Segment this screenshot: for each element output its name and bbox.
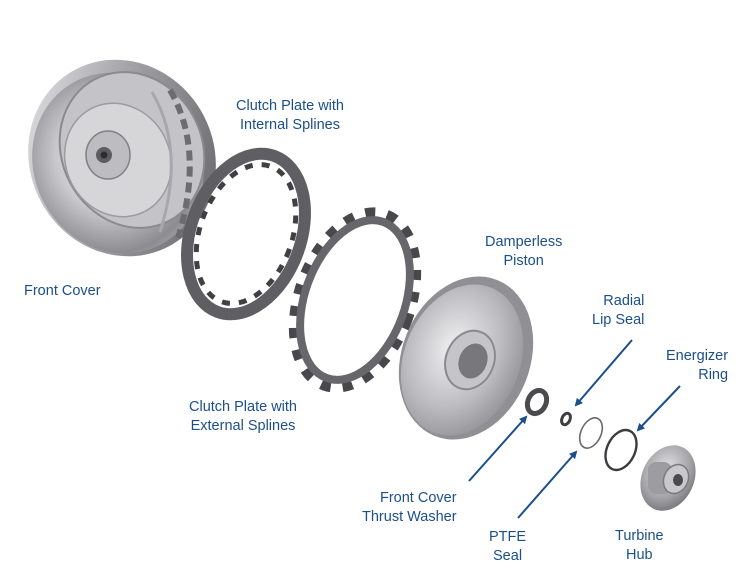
thrust-washer-arrow bbox=[468, 415, 528, 482]
label-turbine-hub: Turbine Hub bbox=[615, 528, 664, 563]
label-ptfe-seal: PTFE Seal bbox=[489, 529, 527, 564]
label-clutch-plate-external: Clutch Plate with External Splines bbox=[189, 399, 297, 434]
ptfe-seal-part bbox=[578, 417, 604, 449]
label-radial-lip-seal: Radial Lip Seal bbox=[592, 293, 645, 328]
radial-lip-seal-part bbox=[560, 411, 572, 427]
radial-lip-seal-arrow bbox=[574, 339, 633, 407]
label-thrust-washer: Front Cover Thrust Washer bbox=[362, 490, 457, 525]
energizer-ring-part bbox=[604, 428, 638, 472]
ptfe-seal-arrow bbox=[517, 450, 578, 519]
label-front-cover: Front Cover bbox=[24, 283, 101, 299]
energizer-ring-arrow bbox=[636, 385, 681, 432]
front-cover-part bbox=[28, 59, 216, 257]
label-damperless-piston: Damperless Piston bbox=[485, 234, 563, 269]
label-energizer-ring: Energizer Ring bbox=[666, 348, 729, 383]
label-clutch-plate-internal: Clutch Plate with Internal Splines bbox=[236, 98, 344, 133]
turbine-hub-part bbox=[640, 445, 696, 511]
clutch-plate-internal-part bbox=[181, 147, 311, 321]
thrust-washer-part bbox=[524, 387, 550, 417]
clutch-plate-external-part bbox=[288, 207, 422, 393]
damperless-piston-part bbox=[398, 276, 534, 440]
